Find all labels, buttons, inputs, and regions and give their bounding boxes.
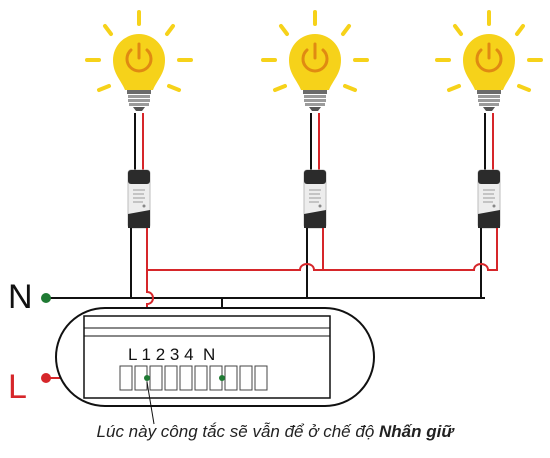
- bulb-2: [261, 10, 369, 113]
- live-terminal: L: [8, 368, 51, 406]
- caption-emphasis: Nhấn giữ: [379, 422, 454, 441]
- bulb-driver-wires: [134, 113, 494, 172]
- live-label: L: [8, 368, 27, 406]
- terminal-labels: L 1 2 3 4 N: [128, 345, 215, 364]
- bulb-1: [85, 10, 193, 113]
- switch-terminal-block: L 1 2 3 4 N: [55, 307, 375, 407]
- driver-1: [127, 169, 151, 229]
- neutral-terminal: N: [8, 278, 51, 316]
- caption: Lúc này công tắc sẽ vẫn để ở chế độ Nhấn…: [0, 422, 550, 442]
- caption-pointer: [146, 381, 155, 425]
- caption-text: Lúc này công tắc sẽ vẫn để ở chế độ: [96, 422, 379, 441]
- neutral-label: N: [8, 278, 33, 316]
- driver-2: [303, 169, 327, 229]
- bulb-3: [435, 10, 543, 113]
- driver-3: [477, 169, 501, 229]
